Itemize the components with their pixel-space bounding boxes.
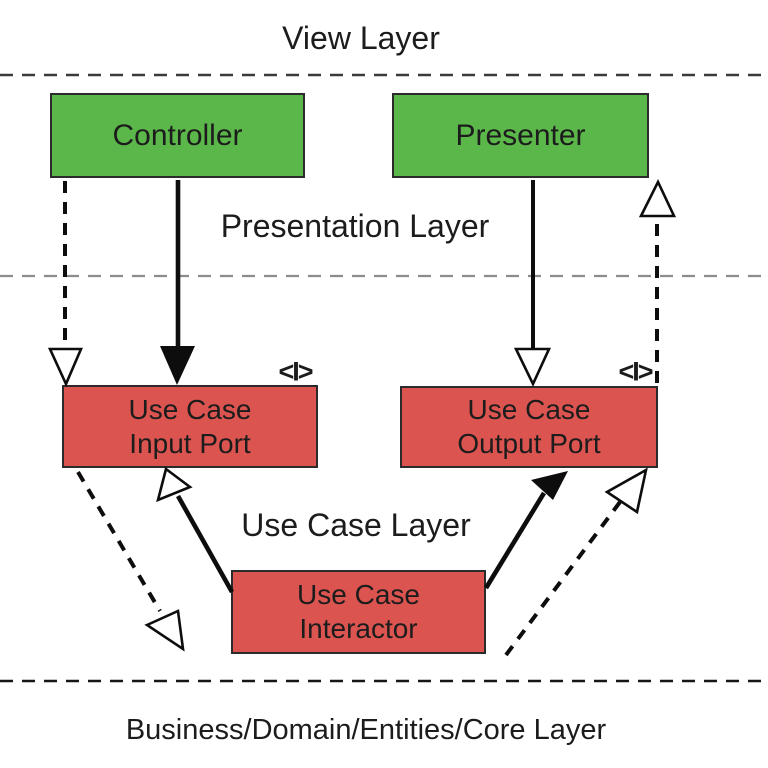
open-arrowhead [144, 609, 185, 652]
arrow-shaft [175, 494, 235, 594]
arrow-shaft [484, 491, 546, 590]
layer-label-view: View Layer [282, 20, 440, 56]
output-port-dashed-flow-arrow [504, 467, 648, 657]
input-port-label-line1: Use Case [128, 393, 252, 425]
presenter-label: Presenter [455, 118, 586, 152]
controller-realization-dashed-arrow [47, 181, 83, 388]
layer-label-use-case: Use Case Layer [241, 507, 471, 543]
use-case-output-port-box: Use Case Output Port [400, 386, 658, 468]
presenter-box: Presenter [392, 93, 649, 178]
output-port-label-line1: Use Case [467, 394, 591, 425]
interactor-to-output-port-arrow [484, 471, 568, 590]
open-arrowhead [604, 467, 648, 515]
filled-arrowhead [160, 346, 195, 385]
interface-stereotype-output-port: <I> [618, 356, 653, 387]
use-case-input-port-box: Use Case Input Port [62, 385, 318, 468]
controller-to-input-port-arrow [160, 180, 195, 385]
open-arrowhead [638, 179, 677, 218]
interactor-label-line2: Interactor [299, 613, 418, 644]
use-case-interactor-box: Use Case Interactor [231, 570, 486, 654]
layer-label-business: Business/Domain/Entities/Core Layer [125, 714, 607, 746]
input-port-dashed-flow-arrow [76, 470, 185, 652]
controller-label: Controller [112, 118, 243, 152]
input-port-label-line2: Input Port [129, 427, 251, 459]
presenter-to-output-port-arrow [513, 180, 552, 388]
layer-label-presentation: Presentation Layer [220, 208, 490, 244]
controller-box: Controller [50, 93, 305, 178]
output-port-label-line2: Output Port [457, 428, 601, 459]
arrow-shaft [504, 500, 622, 657]
open-arrowhead [156, 466, 193, 503]
interactor-label-line1: Use Case [297, 579, 420, 610]
interface-stereotype-input-port: <I> [278, 356, 313, 387]
interactor-to-input-port-realization-arrow [156, 466, 235, 594]
arrow-shaft [76, 470, 162, 613]
output-port-to-presenter-dashed-arrow [638, 179, 677, 383]
open-arrowhead [513, 347, 552, 388]
open-arrowhead [47, 347, 83, 388]
filled-arrowhead [531, 471, 568, 500]
